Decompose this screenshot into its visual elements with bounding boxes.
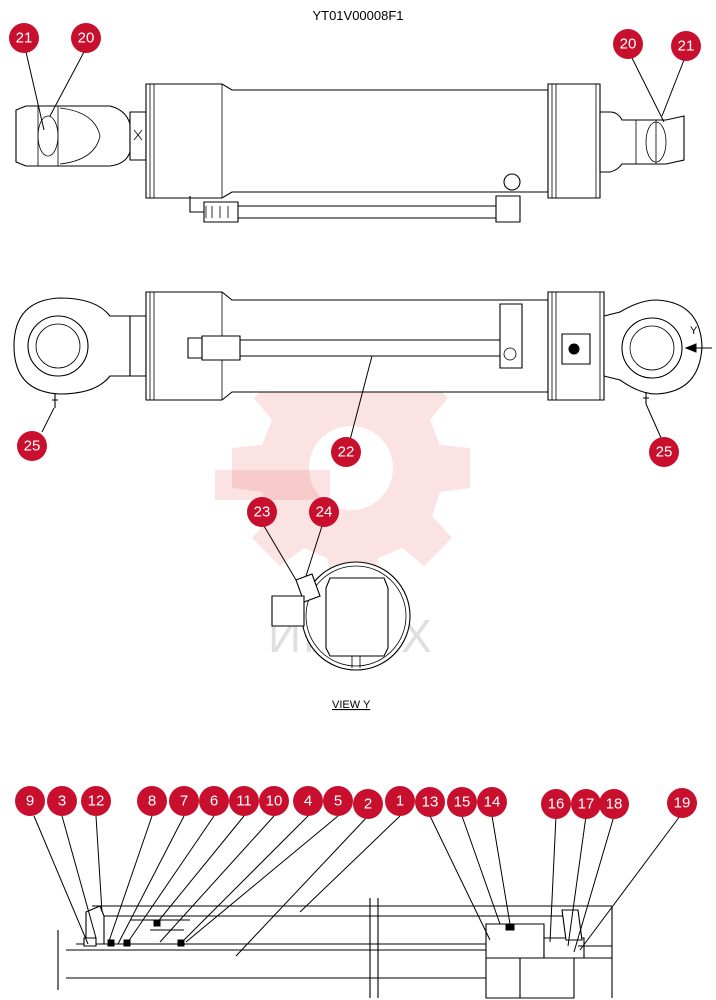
callout-19[interactable]: 19: [667, 788, 697, 818]
callout-20[interactable]: 20: [613, 29, 643, 59]
svg-text:2: 2: [364, 796, 372, 813]
view-y-marker: Y: [690, 325, 698, 337]
callout-17[interactable]: 17: [571, 789, 601, 819]
callout-25[interactable]: 25: [17, 431, 47, 461]
svg-text:16: 16: [548, 796, 565, 813]
svg-text:11: 11: [236, 793, 252, 810]
svg-text:22: 22: [338, 444, 355, 461]
callout-21[interactable]: 21: [671, 31, 701, 61]
svg-text:4: 4: [304, 793, 312, 810]
view-y-label: VIEW Y: [332, 699, 371, 711]
watermark-gear: [215, 352, 470, 585]
svg-text:1: 1: [396, 793, 404, 810]
svg-text:10: 10: [266, 793, 283, 810]
callout-10[interactable]: 10: [259, 786, 289, 816]
svg-text:25: 25: [656, 444, 673, 461]
svg-text:15: 15: [454, 794, 471, 811]
callout-20[interactable]: 20: [71, 23, 101, 53]
callout-22[interactable]: 22: [331, 437, 361, 467]
callout-14[interactable]: 14: [477, 787, 507, 817]
svg-text:7: 7: [180, 793, 188, 810]
svg-text:17: 17: [578, 796, 595, 813]
svg-text:24: 24: [316, 504, 333, 521]
svg-text:8: 8: [148, 793, 156, 810]
callout-6[interactable]: 6: [199, 786, 229, 816]
svg-text:21: 21: [678, 38, 695, 55]
section-detail: [57, 898, 613, 999]
callout-15[interactable]: 15: [447, 787, 477, 817]
callout-21[interactable]: 21: [9, 23, 39, 53]
callout-18[interactable]: 18: [599, 789, 629, 819]
svg-text:20: 20: [78, 30, 95, 47]
callout-3[interactable]: 3: [47, 786, 77, 816]
view-y-section: [271, 561, 411, 671]
svg-text:25: 25: [24, 438, 41, 455]
callout-8[interactable]: 8: [137, 786, 167, 816]
callout-7[interactable]: 7: [169, 786, 199, 816]
svg-text:9: 9: [26, 793, 34, 810]
callout-2[interactable]: 2: [353, 789, 383, 819]
svg-text:13: 13: [422, 794, 439, 811]
callout-16[interactable]: 16: [541, 789, 571, 819]
callout-9[interactable]: 9: [15, 786, 45, 816]
callout-5[interactable]: 5: [323, 786, 353, 816]
cylinder-top-view: [15, 83, 685, 223]
svg-text:3: 3: [58, 793, 66, 810]
callout-23[interactable]: 23: [247, 497, 277, 527]
svg-text:19: 19: [674, 795, 691, 812]
callout-4[interactable]: 4: [293, 786, 323, 816]
callout-13[interactable]: 13: [415, 787, 445, 817]
cylinder-side-view: [13, 291, 712, 408]
svg-text:6: 6: [210, 793, 218, 810]
callouts: 21 20 20 21 25 22 25 23 24 9 3 12 8 7 6 …: [9, 23, 701, 819]
leader-lines: [25, 51, 685, 957]
svg-text:5: 5: [334, 793, 342, 810]
callout-12[interactable]: 12: [81, 786, 111, 816]
callout-24[interactable]: 24: [309, 497, 339, 527]
callout-1[interactable]: 1: [385, 786, 415, 816]
svg-text:12: 12: [88, 793, 105, 810]
callout-11[interactable]: 11: [229, 786, 259, 816]
svg-text:23: 23: [254, 504, 271, 521]
svg-text:18: 18: [606, 796, 623, 813]
svg-text:20: 20: [620, 36, 637, 53]
svg-text:21: 21: [16, 30, 33, 47]
callout-25[interactable]: 25: [649, 437, 679, 467]
drawing-code: YT01V00008F1: [312, 8, 403, 23]
svg-text:14: 14: [484, 794, 501, 811]
